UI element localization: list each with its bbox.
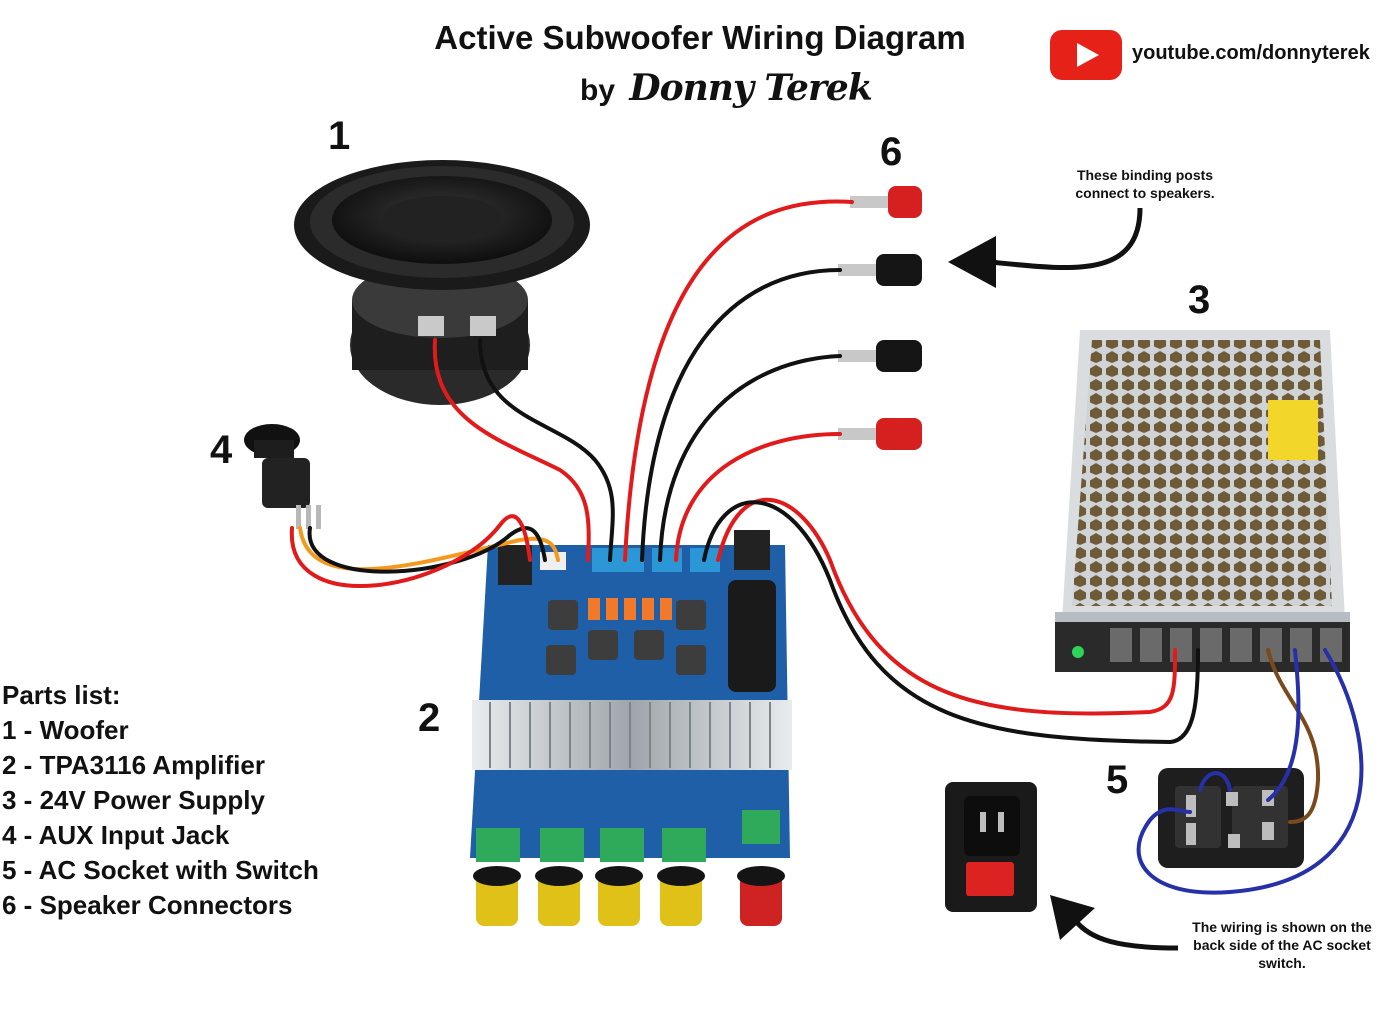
- youtube-icon[interactable]: [1050, 30, 1122, 80]
- callout-number-woofer: 1: [328, 114, 351, 158]
- power-supply: [1055, 330, 1350, 672]
- parts-list-item: 1 - Woofer: [2, 715, 129, 745]
- binding-posts-note-line: These binding posts: [1076, 167, 1214, 183]
- binding-post-black-upper: [838, 254, 922, 286]
- parts-list-heading: Parts list:: [2, 680, 121, 710]
- parts-list-item: 4 - AUX Input Jack: [2, 820, 230, 850]
- callout-number-ac-socket: 5: [1106, 758, 1129, 802]
- arrow-to-ac-socket: [1050, 895, 1179, 951]
- youtube-link[interactable]: youtube.com/donnyterek: [1132, 42, 1370, 64]
- arrow-to-binding-posts: [948, 207, 1143, 288]
- woofer: [294, 160, 590, 405]
- binding-post-red-bottom: [838, 418, 922, 450]
- speaker-binding-posts: [838, 186, 922, 450]
- parts-list-item: 5 - AC Socket with Switch: [2, 855, 319, 885]
- byline-by: by: [580, 74, 616, 107]
- ac-socket-front: [945, 782, 1037, 912]
- parts-list-item: 3 - 24V Power Supply: [2, 785, 265, 815]
- ac-socket-note-line: switch.: [1258, 955, 1306, 971]
- tpa3116-amplifier: [470, 530, 792, 926]
- ac-socket-note-line: The wiring is shown on the: [1192, 919, 1372, 935]
- callout-number-aux-jack: 4: [210, 428, 233, 472]
- wires: [289, 199, 1364, 895]
- binding-post-black-lower: [838, 340, 922, 372]
- binding-post-red-top: [850, 186, 922, 218]
- parts-list: Parts list: 1 - Woofer 2 - TPA3116 Ampli…: [2, 678, 319, 923]
- ac-socket-note-line: back side of the AC socket: [1193, 937, 1371, 953]
- ac-socket-back: [1158, 768, 1304, 868]
- byline: by Donny Terek: [580, 66, 873, 113]
- binding-posts-note-line: connect to speakers.: [1075, 185, 1215, 201]
- parts-list-item: 2 - TPA3116 Amplifier: [2, 750, 265, 780]
- binding-posts-note: These binding posts connect to speakers.: [1060, 166, 1230, 202]
- ac-socket-note: The wiring is shown on the back side of …: [1178, 918, 1386, 972]
- callout-number-power-supply: 3: [1188, 278, 1211, 322]
- author-signature: Donny Terek: [629, 67, 872, 109]
- diagram-title: Active Subwoofer Wiring Diagram: [434, 19, 966, 56]
- amplifier-knobs: [473, 810, 785, 926]
- aux-input-jack: [244, 424, 321, 529]
- callout-number-amplifier: 2: [418, 696, 441, 740]
- callout-number-speaker-connectors: 6: [880, 130, 903, 174]
- parts-list-item: 6 - Speaker Connectors: [2, 890, 293, 920]
